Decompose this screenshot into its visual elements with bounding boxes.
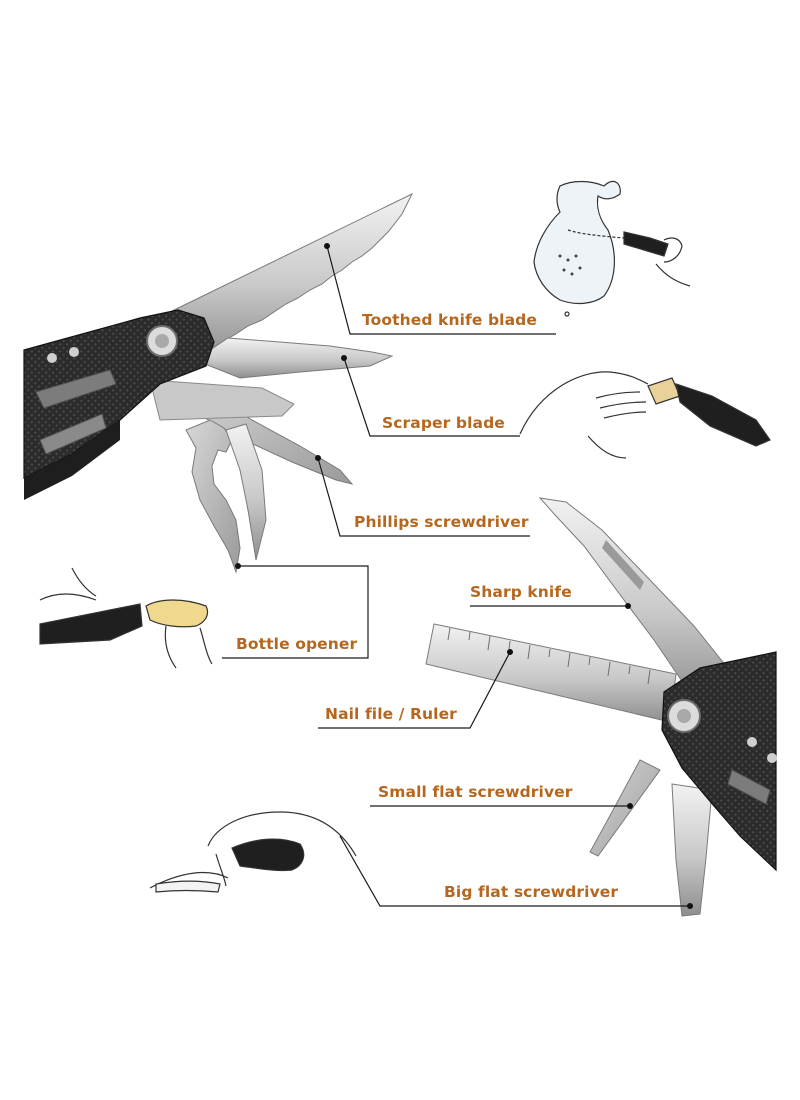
leader-nail-file: [318, 651, 511, 729]
hand-scraping-sketch-icon: [519, 371, 771, 459]
multitool-upper-icon: [23, 192, 414, 574]
toothed-blade-shape: [169, 192, 414, 361]
label-bottle-opener: Bottle opener: [236, 635, 358, 653]
small-flat-shape: [589, 759, 661, 857]
leader-lines: [222, 245, 690, 907]
leader-big-flat: [339, 835, 690, 907]
tool-backplate: [149, 379, 295, 421]
bottle-opening-sketch-icon: [39, 567, 213, 669]
can-opener-shape: [225, 423, 267, 561]
leader-phillips: [317, 457, 530, 537]
label-small-flat-screwdriver: Small flat screwdriver: [378, 783, 573, 801]
label-nail-file-ruler: Nail file / Ruler: [325, 705, 457, 723]
label-sharp-knife: Sharp knife: [470, 583, 572, 601]
screwdriver-use-sketch-icon: [149, 811, 357, 893]
multitool-lower-icon: [425, 497, 777, 917]
bottle-opener-shape: [185, 419, 241, 574]
leader-scraper: [343, 357, 520, 437]
leader-bottle: [222, 565, 369, 659]
label-toothed-knife-blade: Toothed knife blade: [362, 311, 537, 329]
leader-toothed: [326, 245, 556, 335]
ruler-shape: [425, 623, 677, 723]
label-scraper-blade: Scraper blade: [382, 414, 505, 432]
scraper-blade-shape: [193, 337, 394, 379]
big-flat-shape: [671, 783, 713, 917]
leader-dots: [235, 243, 693, 909]
label-phillips-screwdriver: Phillips screwdriver: [354, 513, 529, 531]
label-big-flat-screwdriver: Big flat screwdriver: [444, 883, 619, 901]
fish-scaling-sketch-icon: [533, 180, 691, 317]
